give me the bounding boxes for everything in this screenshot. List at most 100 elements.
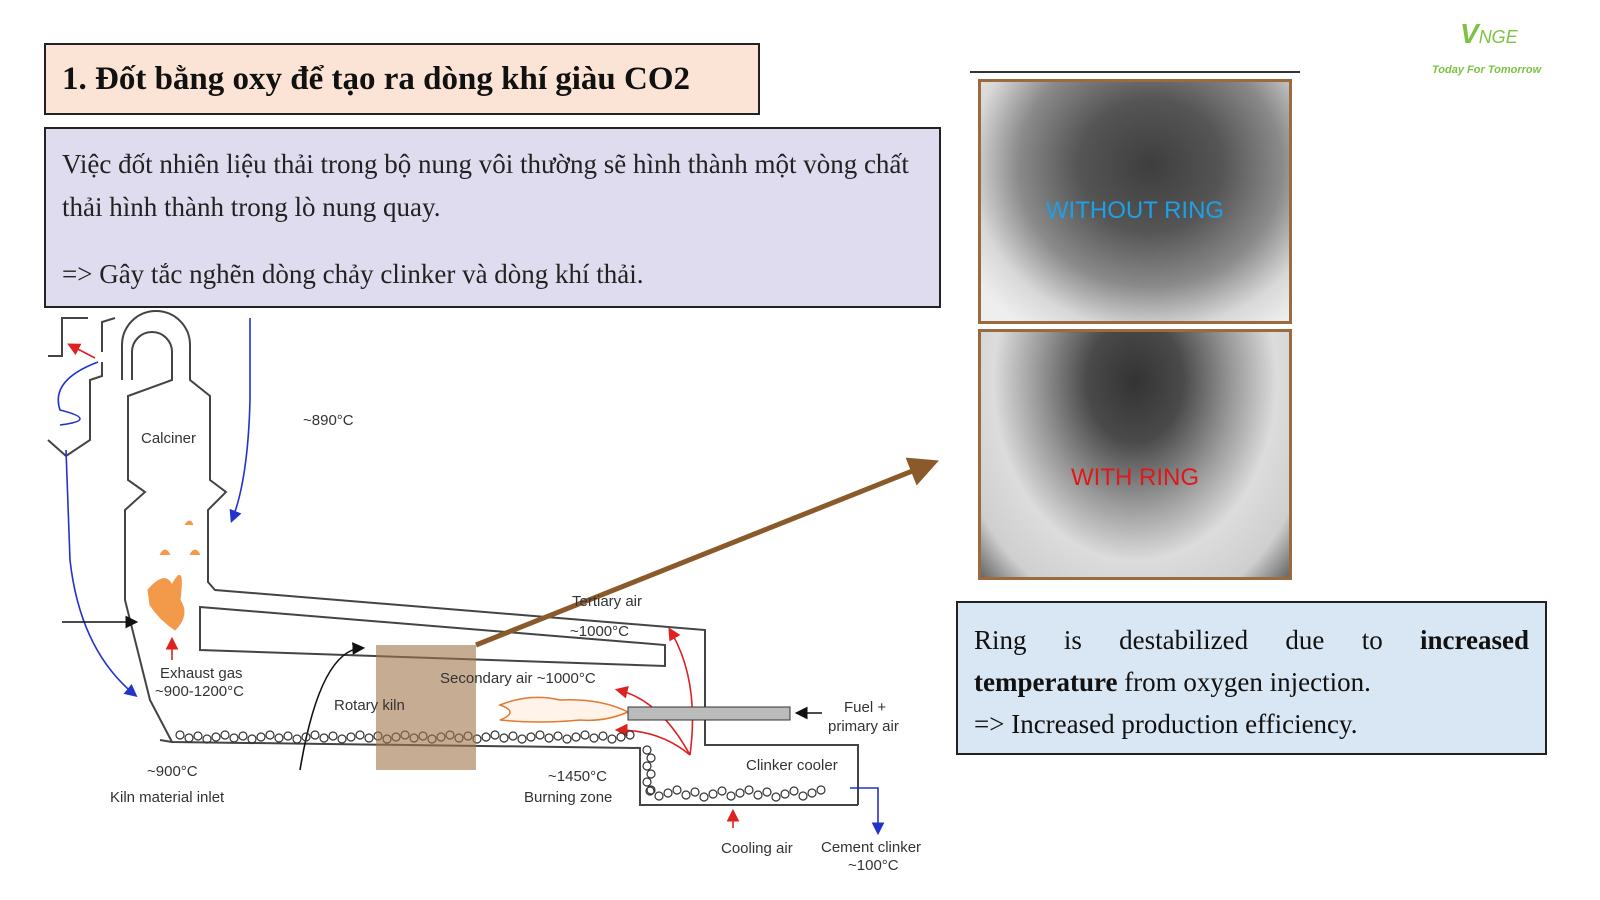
- label-cooling-air: Cooling air: [721, 840, 793, 857]
- clinker-particle: [292, 734, 302, 744]
- clinker-particle: [589, 733, 599, 743]
- clinker-particle: [580, 730, 590, 740]
- clinker-particle: [690, 787, 700, 797]
- clinker-particle: [642, 761, 652, 771]
- clinker-particle: [789, 786, 799, 796]
- clinker-particle: [645, 786, 655, 796]
- clinker-particle: [807, 788, 817, 798]
- result-box: Ring is destabilized due to increased te…: [956, 601, 1547, 755]
- label-burning-temp: ~1450°C: [548, 768, 607, 785]
- burner-flame: [497, 696, 630, 723]
- ring-highlight: [376, 645, 476, 770]
- photo-without-ring: WITHOUT RING: [978, 79, 1292, 324]
- logo-mark: VNGE: [1460, 18, 1518, 49]
- photo-with-ring: WITH RING: [978, 329, 1292, 580]
- clinker-particle: [646, 785, 656, 795]
- label-burning-zone: Burning zone: [524, 789, 612, 806]
- burner-pipe: [627, 706, 791, 721]
- clinker-particle: [654, 791, 664, 801]
- label-cement-clinker: Cement clinker: [821, 839, 921, 856]
- clinker-particle: [642, 745, 652, 755]
- clinker-particle: [717, 786, 727, 796]
- clinker-particle: [753, 790, 763, 800]
- label-tertiary-air: Tertiary air: [572, 593, 642, 610]
- clinker-particle: [681, 790, 691, 800]
- clinker-particle: [708, 789, 718, 799]
- clinker-particle: [346, 732, 356, 742]
- clinker-particle: [490, 730, 500, 740]
- logo-tagline: Today For Tomorrow: [1432, 64, 1542, 76]
- result-line-1: Ring is destabilized due to increased: [974, 625, 1529, 655]
- clinker-particle: [672, 785, 682, 795]
- clinker-particle: [499, 733, 509, 743]
- clinker-particle: [625, 730, 635, 740]
- clinker-particle: [238, 731, 248, 741]
- clinker-particle: [726, 791, 736, 801]
- clinker-particle: [646, 753, 656, 763]
- label-kiln-inlet: Kiln material inlet: [110, 789, 225, 806]
- clinker-particle: [310, 730, 320, 740]
- clinker-particle: [229, 733, 239, 743]
- clinker-particle: [184, 733, 194, 743]
- clinker-particle: [328, 731, 338, 741]
- clinker-particles: [175, 730, 826, 802]
- clinker-particle: [337, 734, 347, 744]
- clinker-particle: [274, 733, 284, 743]
- clinker-particle: [364, 733, 374, 743]
- label-exhaust-gas: Exhaust gas: [160, 665, 243, 682]
- label-secondary-air: Secondary air ~1000°C: [440, 670, 596, 687]
- clinker-particle: [301, 732, 311, 742]
- photo-label-without-ring: WITHOUT RING: [1045, 197, 1225, 224]
- clinker-particle: [265, 730, 275, 740]
- clinker-particle: [202, 734, 212, 744]
- clinker-particle: [762, 787, 772, 797]
- intro-paragraph: Việc đốt nhiên liệu thải trong bộ nung v…: [62, 149, 909, 222]
- label-calciner-temp: ~890°C: [303, 412, 354, 429]
- clinker-particle: [816, 785, 826, 795]
- clinker-particle: [598, 731, 608, 741]
- clinker-particle: [535, 730, 545, 740]
- clinker-particle: [544, 733, 554, 743]
- clinker-particle: [562, 734, 572, 744]
- clinker-particle: [247, 734, 257, 744]
- clinker-particle: [553, 731, 563, 741]
- clinker-particle: [211, 732, 221, 742]
- clinker-particle: [699, 792, 709, 802]
- slide-title: 1. Đốt bằng oxy để tạo ra dòng khí giàu …: [44, 43, 760, 115]
- divider-line: [970, 71, 1300, 73]
- clinker-particle: [481, 732, 491, 742]
- result-line-3: => Increased production efficiency.: [974, 709, 1358, 739]
- clinker-particle: [220, 730, 230, 740]
- label-inlet-temp: ~900°C: [147, 763, 198, 780]
- clinker-particle: [193, 731, 203, 741]
- label-calciner: Calciner: [141, 430, 196, 447]
- callout-arrow: [475, 457, 939, 648]
- clinker-particle: [771, 792, 781, 802]
- clinker-particle: [798, 791, 808, 801]
- vnge-logo: VNGE Today For Tomorrow: [1430, 18, 1550, 83]
- clinker-particle: [663, 788, 673, 798]
- calciner-flame: [147, 520, 201, 631]
- label-primary-air: primary air: [828, 718, 899, 735]
- clinker-particle: [646, 769, 656, 779]
- clinker-particle: [735, 788, 745, 798]
- label-clinker-cooler: Clinker cooler: [746, 757, 838, 774]
- label-clinker-temp: ~100°C: [848, 857, 899, 874]
- clinker-particle: [642, 777, 652, 787]
- intro-consequence: => Gây tắc nghẽn dòng chảy clinker và dò…: [62, 259, 644, 289]
- photo-label-with-ring: WITH RING: [1071, 464, 1199, 491]
- label-exhaust-temp: ~900-1200°C: [155, 683, 244, 700]
- clinker-particle: [616, 732, 626, 742]
- clinker-particle: [319, 733, 329, 743]
- result-line-2: temperature from oxygen injection.: [974, 667, 1371, 697]
- clinker-particle: [517, 734, 527, 744]
- clinker-particle: [508, 731, 518, 741]
- clinker-particle: [256, 732, 266, 742]
- clinker-particle: [744, 785, 754, 795]
- clinker-particle: [607, 734, 617, 744]
- label-fuel: Fuel +: [844, 699, 886, 716]
- clinker-particle: [175, 730, 185, 740]
- intro-box: Việc đốt nhiên liệu thải trong bộ nung v…: [44, 127, 941, 308]
- clinker-particle: [526, 732, 536, 742]
